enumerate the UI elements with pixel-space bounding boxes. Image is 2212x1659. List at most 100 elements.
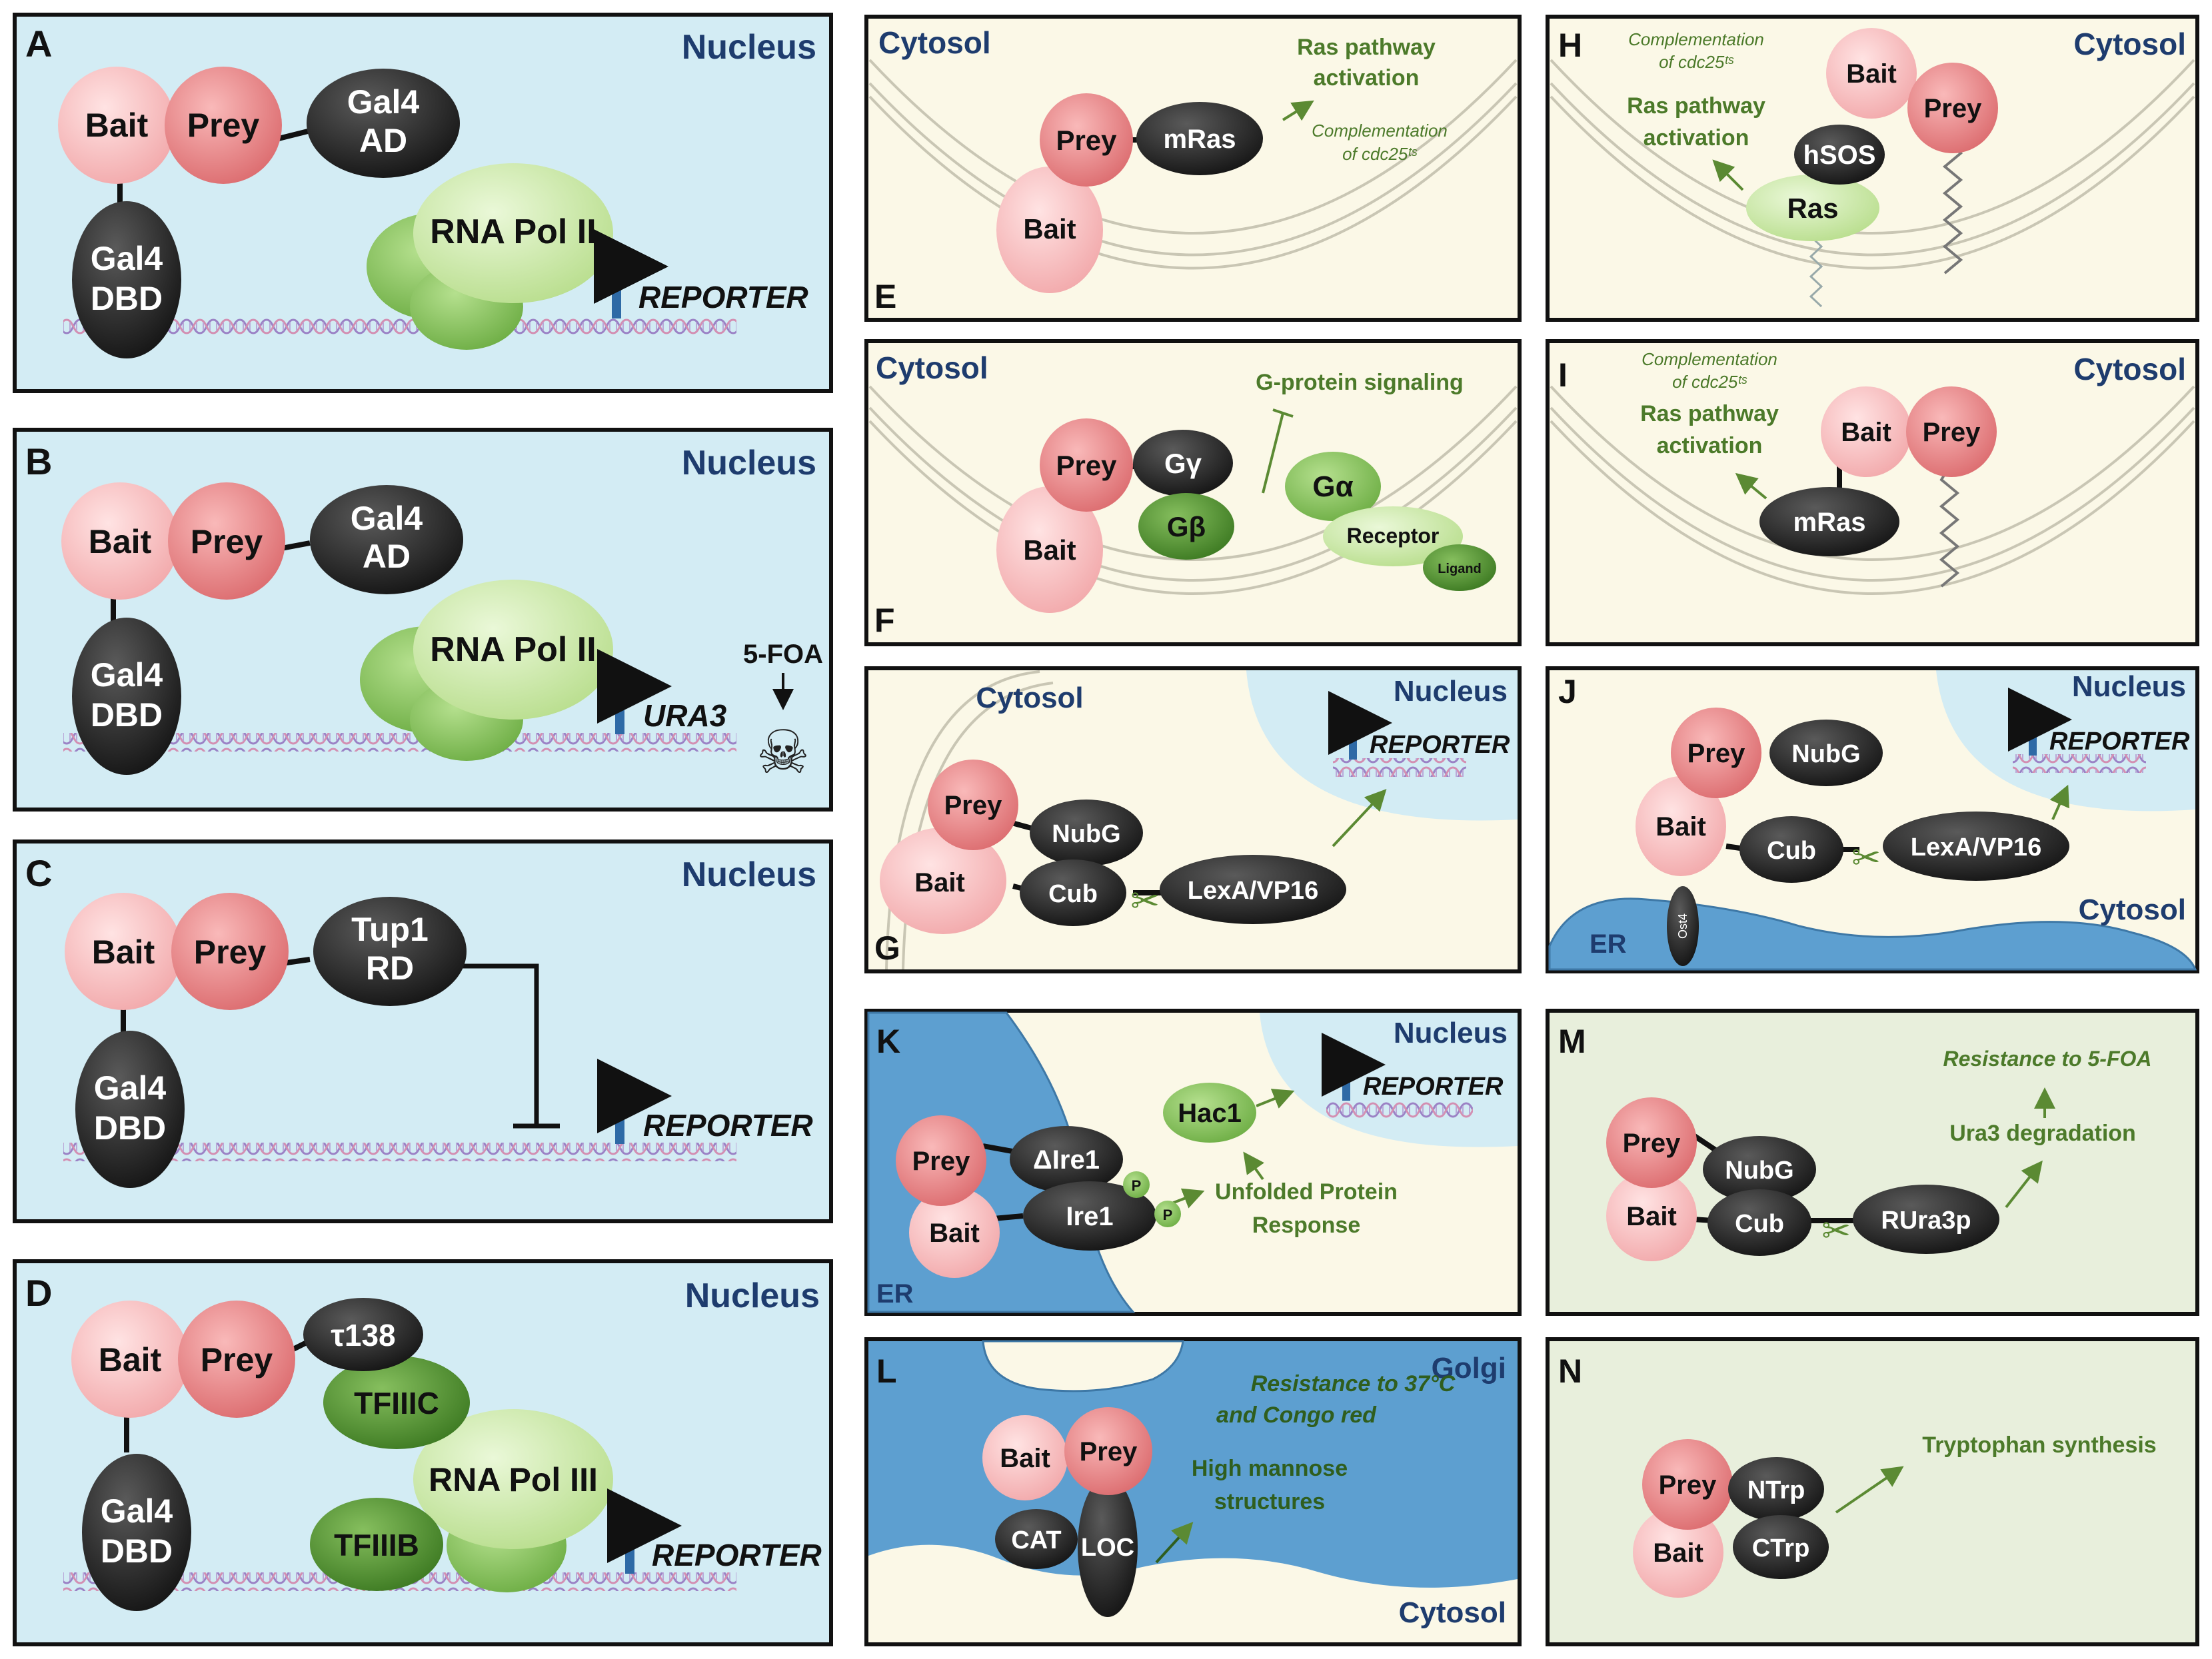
prey-label: Prey xyxy=(187,107,260,144)
gal4-dbd-label: DBD xyxy=(91,696,163,734)
ctrp-label: CTrp xyxy=(1752,1534,1810,1562)
cell-membrane xyxy=(868,95,1518,270)
bait xyxy=(982,1415,1068,1500)
activation-arrow xyxy=(1282,100,1314,121)
panel-d: D Nucleus RNA Pol III TFIIIB TFIIIC τ138… xyxy=(13,1259,833,1646)
reporter-label: REPORTER xyxy=(638,280,808,314)
bait-label: Bait xyxy=(1000,1444,1050,1473)
g-beta-label: Gβ xyxy=(1167,511,1206,542)
panel-k-letter: K xyxy=(876,1023,900,1060)
prey xyxy=(171,893,289,1010)
bait xyxy=(1821,386,1911,477)
panel-g-compartment: Cytosol xyxy=(976,682,1083,714)
prey-label: Prey xyxy=(1623,1129,1681,1158)
prey xyxy=(928,760,1018,850)
prey-label: Prey xyxy=(1924,94,1982,123)
g-alpha xyxy=(1285,452,1381,521)
cell-membrane xyxy=(1550,420,2195,595)
panel-j-er: ER xyxy=(1590,929,1627,959)
panel-k-er: ER xyxy=(876,1279,914,1309)
prey xyxy=(1642,1439,1733,1530)
hsos-label: hSOS xyxy=(1803,141,1876,170)
nubg-label: NubG xyxy=(1725,1157,1793,1185)
panel-c: C Nucleus Gal4 DBD Bait Prey Tup1 RD REP… xyxy=(13,839,833,1223)
reporter-label: REPORTER xyxy=(1370,731,1510,759)
panel-e-compartment: Cytosol xyxy=(878,25,991,60)
panel-g-nucleus: Nucleus xyxy=(1394,675,1508,708)
phosphate-label: P xyxy=(1132,1177,1142,1194)
bait xyxy=(1826,28,1917,119)
lexa-vp16 xyxy=(1883,812,2069,881)
g-beta xyxy=(1138,493,1234,560)
reporter-label: REPORTER xyxy=(643,1108,813,1143)
cub xyxy=(1020,859,1126,926)
gal4-ad xyxy=(310,485,463,594)
ost4-label: Ost4 xyxy=(1676,913,1689,939)
bait-label: Bait xyxy=(1841,418,1891,447)
panel-i-compartment: Cytosol xyxy=(2073,352,2186,386)
upr-label: Unfolded Protein xyxy=(1215,1179,1398,1205)
resistance-label: and Congo red xyxy=(1216,1402,1377,1428)
rna-pol-ii xyxy=(413,163,613,303)
dna-strand xyxy=(63,733,736,752)
reporter-label: REPORTER xyxy=(652,1538,822,1572)
degradation-arrow xyxy=(2005,1160,2043,1209)
hac1-arrow xyxy=(1256,1089,1295,1109)
phosphate xyxy=(1123,1171,1150,1198)
scissors-icon: ✂ xyxy=(1821,1212,1851,1251)
cat xyxy=(995,1509,1078,1569)
gal4-ad-label: Gal4 xyxy=(347,83,420,121)
cell-membrane xyxy=(868,385,1518,561)
prey-label: Prey xyxy=(191,523,263,560)
cub-label: Cub xyxy=(1048,880,1098,908)
gal4-dbd-label: Gal4 xyxy=(91,656,163,694)
bait-label: Bait xyxy=(1023,534,1076,566)
cub xyxy=(1739,816,1843,883)
prey xyxy=(1907,63,1998,153)
ire1-label: Ire1 xyxy=(1066,1202,1113,1231)
ras-activation-label: activation xyxy=(1644,125,1749,151)
mras xyxy=(1136,102,1263,175)
ntrp xyxy=(1728,1457,1824,1521)
gal4-dbd-label: Gal4 xyxy=(91,240,163,277)
hac1-label: Hac1 xyxy=(1178,1099,1242,1128)
gal4-ad xyxy=(307,69,460,178)
inhibition-line xyxy=(1262,408,1294,494)
complementation-label: of cdc25ᵗˢ xyxy=(1342,144,1417,164)
mras-label: mRas xyxy=(1793,508,1866,537)
panel-k-nucleus: Nucleus xyxy=(1394,1017,1508,1049)
cub-label: Cub xyxy=(1767,837,1816,865)
panel-b: B Nucleus RNA Pol II Gal4 DBD Bait Prey … xyxy=(13,428,833,812)
gal4-dbd-label: DBD xyxy=(101,1532,173,1570)
tfiiic-label: TFIIIC xyxy=(354,1386,439,1420)
panel-n-letter: N xyxy=(1558,1353,1582,1390)
cub xyxy=(1707,1189,1811,1256)
panel-j: J Nucleus Cytosol ER REPORTER ✂ Ost4 Bai… xyxy=(1546,666,2199,973)
ras-activation-label: activation xyxy=(1657,433,1763,458)
panel-l: L Golgi Cytosol Resistance to 37°C and C… xyxy=(864,1337,1522,1646)
panel-c-letter: C xyxy=(25,852,52,894)
cell-membrane xyxy=(868,406,1518,582)
bait xyxy=(58,67,175,184)
g-alpha-label: Gα xyxy=(1312,470,1353,503)
prey xyxy=(1064,1407,1152,1495)
er-region xyxy=(1548,897,2197,971)
rna-pol-ii-label: RNA Pol II xyxy=(430,213,596,251)
nubg-label: NubG xyxy=(1791,740,1860,768)
prey-label: Prey xyxy=(912,1147,970,1176)
bait xyxy=(71,1301,189,1418)
prey xyxy=(896,1115,986,1206)
lexa-vp16 xyxy=(1160,855,1346,924)
dna-strand xyxy=(2013,754,2146,773)
bait xyxy=(1606,1171,1697,1261)
tau138 xyxy=(303,1298,423,1371)
rura3p-label: RUra3p xyxy=(1881,1207,1971,1235)
bait-label: Bait xyxy=(1656,812,1706,841)
panel-d-letter: D xyxy=(25,1272,52,1314)
scissors-icon: ✂ xyxy=(1130,882,1160,921)
complementation-label: Complementation xyxy=(1628,29,1764,49)
ntrp-label: NTrp xyxy=(1747,1476,1805,1504)
bait-label: Bait xyxy=(1023,213,1076,245)
upr-label: Response xyxy=(1252,1213,1361,1238)
reporter-label: REPORTER xyxy=(1363,1073,1504,1101)
